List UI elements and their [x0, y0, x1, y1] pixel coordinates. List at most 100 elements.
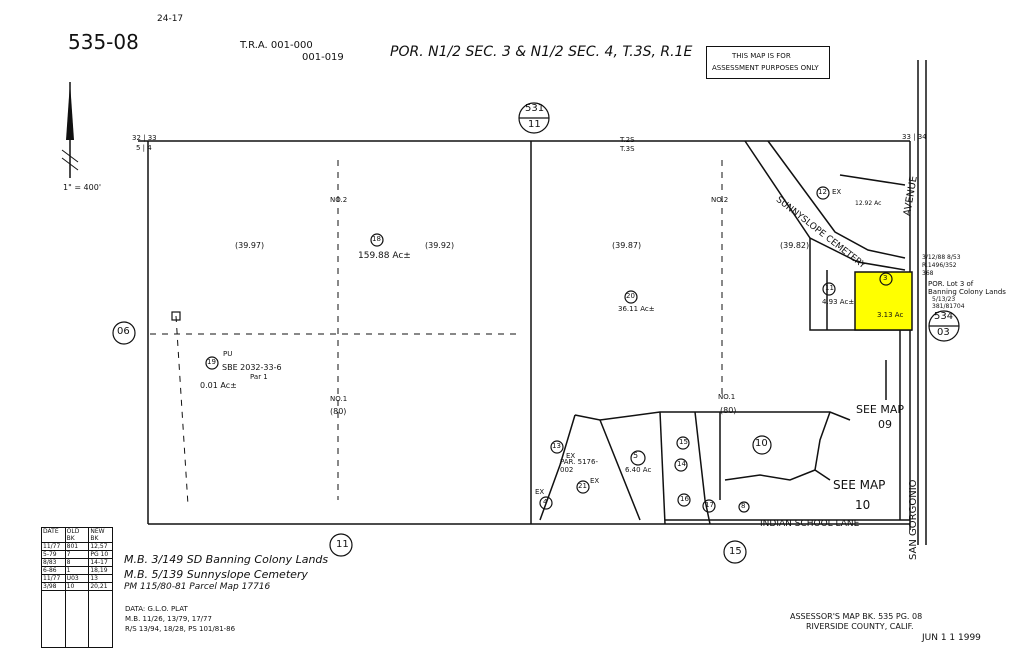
table-header-cell: NEW BK — [90, 528, 105, 542]
por-lot-line2: Banning Colony Lands — [928, 288, 1006, 296]
assessment-notice-line2: ASSESSMENT PURPOSES ONLY — [712, 64, 819, 72]
parcel-5-number[interactable]: 5 — [633, 451, 639, 460]
assessment-notice-box — [706, 46, 830, 79]
circled-06[interactable]: 06 — [117, 326, 130, 337]
table-cell: 8 — [66, 559, 90, 566]
table-cell: 5-79 — [42, 551, 66, 558]
acreage-39-92: (39.92) — [425, 241, 455, 250]
parcel-19-line3: Par 1 — [250, 373, 268, 381]
parcel-15-number[interactable]: 15 — [679, 438, 688, 446]
table-cell: 3/98 — [42, 583, 66, 590]
see-map-10-line1[interactable]: SEE MAP — [833, 478, 886, 492]
san-gorgonio-label: SAN GORGONIO — [908, 479, 919, 560]
book-page-number: 535-08 — [68, 30, 139, 54]
parcel-4-ex: EX — [535, 488, 545, 496]
acreage-39-97: (39.97) — [235, 241, 265, 250]
lot-no2-left: NO.2 — [330, 196, 348, 204]
recording-ref-3: 368 — [922, 270, 934, 277]
table-cell: 1 — [66, 567, 90, 574]
circled-15[interactable]: 15 — [729, 546, 742, 557]
township-t2s: T.2S — [620, 136, 635, 144]
map-scale: 1" = 400' — [63, 183, 102, 192]
table-blank-area — [41, 591, 113, 648]
see-map-10-line2[interactable]: 10 — [855, 498, 871, 512]
table-header-cell: DATE — [42, 528, 66, 542]
parcel-4-number[interactable]: 4 — [543, 498, 548, 506]
table-cell: 11/77 — [42, 575, 66, 582]
date-stamp: JUN 1 1 1999 — [922, 633, 981, 643]
parcel-17-number[interactable]: 17 — [705, 501, 714, 509]
parcel-16-number[interactable]: 16 — [680, 495, 689, 503]
parcel-12-number[interactable]: 12 — [818, 188, 827, 196]
map-ref-03[interactable]: 03 — [937, 327, 950, 338]
footer-line-2: RIVERSIDE COUNTY, CALIF. — [806, 622, 914, 631]
section-corner-left: 32 | 33 — [132, 134, 157, 142]
see-map-09-line1[interactable]: SEE MAP — [856, 403, 905, 416]
table-row: 3/98 10 20,21 — [41, 583, 113, 591]
acreage-39-87: (39.87) — [612, 241, 642, 250]
table-cell: 18,19 — [90, 567, 108, 574]
pump-site-marker — [171, 311, 181, 321]
section-corner-right: 33 | 34 — [902, 133, 927, 141]
recording-ref-5: 381/81704 — [932, 303, 965, 310]
parcel-19-line1: PU — [223, 350, 233, 358]
recording-ref-1: 3/12/88 8/53 — [922, 254, 961, 261]
por-lot-line1: POR. Lot 3 of — [928, 280, 974, 288]
table-cell: 20,21 — [90, 583, 108, 590]
data-ref-line-1: DATA: G.L.O. PLAT — [125, 605, 188, 613]
school-lane-label: INDIAN SCHOOL LANE — [760, 519, 860, 529]
recording-ref-2: R.1496/352 — [922, 262, 957, 269]
table-cell: 801 — [66, 543, 90, 550]
parcel-13-number[interactable]: 13 — [552, 442, 561, 450]
table-row: 6-86 1 18,19 — [41, 567, 113, 575]
legend-line-1: M.B. 3/149 SD Banning Colony Lands — [124, 553, 329, 566]
see-map-09-line2[interactable]: 09 — [878, 418, 892, 431]
map-ref-534[interactable]: 534 — [934, 311, 954, 322]
acreage-80-right: (80) — [720, 406, 737, 415]
parcel-20-number[interactable]: 20 — [626, 292, 635, 300]
table-cell: 12,57 — [90, 543, 108, 550]
parcel-8-number[interactable]: 8 — [741, 502, 746, 510]
table-cell: U03 — [66, 575, 90, 582]
recording-ref-4: 5/13/23 — [932, 296, 956, 303]
section-title: POR. N1/2 SEC. 3 & N1/2 SEC. 4, T.3S, R.… — [390, 44, 693, 60]
lot-no2-right: NO.2 — [711, 196, 729, 204]
parcel-19-area: 0.01 Ac± — [200, 381, 237, 390]
parcel-3-area: 3.13 Ac — [877, 311, 904, 319]
map-ref-11[interactable]: 11 — [528, 119, 541, 130]
data-ref-line-2: M.B. 11/26, 13/79, 17/77 — [125, 615, 212, 623]
table-cell: 10 — [66, 583, 90, 590]
table-header-cell: OLD BK — [66, 528, 90, 542]
parcel-20-area: 36.11 Ac± — [618, 305, 655, 313]
parcel-3-number[interactable]: 3 — [883, 274, 888, 282]
parcel-12-area: 12.92 Ac — [855, 200, 882, 207]
circled-11[interactable]: 11 — [336, 539, 349, 550]
table-row: 11/77 U03 13 — [41, 575, 113, 583]
parcel-11-number[interactable]: 11 — [825, 284, 834, 292]
parcel-19-number[interactable]: 19 — [207, 358, 216, 366]
parcel-18-number[interactable]: 18 — [372, 235, 381, 243]
table-cell: PG 10 — [90, 551, 109, 558]
table-row: 5-79 7 PG 10 — [41, 551, 113, 559]
lot-no1-right: NO.1 — [718, 393, 736, 401]
township-t3s: T.3S — [620, 145, 635, 153]
table-cell: 11/77 — [42, 543, 66, 550]
parcel-map-label: PAR. 5176-002 — [560, 458, 598, 474]
parcel-12-ex: EX — [832, 188, 842, 196]
table-cell: 14-17 — [90, 559, 108, 566]
acreage-80-left: (80) — [330, 407, 347, 416]
parcel-21-ex: EX — [590, 477, 600, 485]
legend-line-2: M.B. 5/139 Sunnyslope Cemetery — [124, 568, 308, 581]
parcel-14-number[interactable]: 14 — [677, 460, 686, 468]
parcel-21-number[interactable]: 21 — [578, 482, 587, 490]
parcel-13-ex: EX — [566, 452, 576, 460]
section-corner-left-2: 5 | 4 — [136, 144, 152, 152]
legend-line-3: PM 115/80-81 Parcel Map 17716 — [124, 582, 271, 592]
north-arrow-icon — [61, 82, 79, 178]
lot-no1-left: NO.1 — [330, 395, 348, 403]
table-cell: 6-86 — [42, 567, 66, 574]
map-ref-531[interactable]: 531 — [525, 103, 545, 114]
parcel-5-area: 6.40 Ac — [625, 466, 652, 474]
parcel-10-number[interactable]: 10 — [755, 438, 768, 449]
